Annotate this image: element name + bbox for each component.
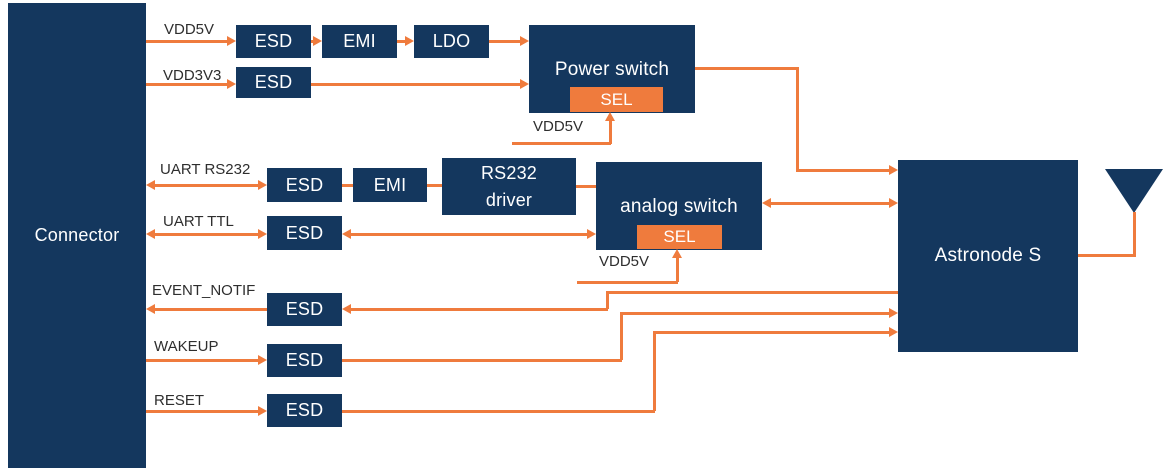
analog-sel-vdd5v-label: VDD5V xyxy=(599,253,650,270)
ldo-label: LDO xyxy=(432,31,471,51)
uart-ttl-label: UART TTL xyxy=(163,213,234,230)
uart-ttl-arrowhead-right-2 xyxy=(587,229,596,239)
event-notif-wire-3 xyxy=(606,291,898,294)
emi-ldo-wire xyxy=(397,40,406,43)
reset-wire-2 xyxy=(342,410,655,413)
esd-powerswitch-wire xyxy=(311,83,521,86)
ldo-powerswitch-wire xyxy=(489,40,521,43)
reset-arrowhead-astronode xyxy=(889,327,898,337)
esd-wakeup-block: ESD xyxy=(267,344,342,377)
uart-ttl-wire-1 xyxy=(155,233,258,236)
powerswitch-out-wire-2 xyxy=(796,67,799,171)
esd-uart-ttl-block: ESD xyxy=(267,216,342,250)
event-notif-wire-2 xyxy=(351,308,608,311)
vdd3v3-arrowhead xyxy=(227,79,236,89)
rs232-driver-block: RS232 driver xyxy=(442,158,576,215)
esd-label: ESD xyxy=(285,222,324,243)
connector-label: Connector xyxy=(34,225,120,245)
esd-uart-rs232-block: ESD xyxy=(267,168,342,202)
wakeup-wire-2 xyxy=(342,359,622,362)
analog-switch-sel: SEL xyxy=(637,225,722,249)
power-sel-wire-vertical xyxy=(609,120,612,144)
analog-switch-label: analog switch xyxy=(620,196,738,217)
uart-ttl-wire-2 xyxy=(351,233,587,236)
powerswitch-astronode-arrowhead xyxy=(889,165,898,175)
vdd3v3-label: VDD3V3 xyxy=(163,67,222,84)
powerswitch-out-wire-1 xyxy=(695,67,798,70)
ldo-block: LDO xyxy=(414,25,489,58)
event-notif-label: EVENT_NOTIF xyxy=(152,282,256,299)
ldo-powerswitch-arrowhead xyxy=(520,36,529,46)
connector-block: Connector xyxy=(8,3,146,468)
wakeup-label: WAKEUP xyxy=(154,338,219,355)
reset-wire-1 xyxy=(146,410,258,413)
reset-arrowhead-esd xyxy=(258,406,267,416)
vdd5v-arrowhead xyxy=(227,36,236,46)
event-notif-arrowhead-connector xyxy=(146,304,155,314)
esd-event-notif-block: ESD xyxy=(267,293,342,326)
esd-vdd5v-block: ESD xyxy=(236,25,311,58)
esd-label: ESD xyxy=(254,31,293,51)
rs232-driver-label-line2: driver xyxy=(485,189,533,210)
emi-label: EMI xyxy=(343,31,376,51)
esd-label: ESD xyxy=(285,400,324,420)
emi-label: EMI xyxy=(373,174,407,195)
uart-rs232-wire xyxy=(155,184,258,187)
analog-sel-wire-horizontal xyxy=(577,281,678,284)
wakeup-wire-vertical xyxy=(620,312,623,360)
event-notif-arrowhead-esd xyxy=(342,304,351,314)
vdd5v-label: VDD5V xyxy=(164,21,215,38)
astronode-label: Astronode S xyxy=(934,245,1042,266)
emi-driver-wire xyxy=(427,184,442,187)
astronode-block: Astronode S xyxy=(898,160,1078,352)
wakeup-wire-1 xyxy=(146,359,258,362)
event-notif-wire-vertical xyxy=(606,291,609,309)
uart-ttl-arrowhead-right-1 xyxy=(258,229,267,239)
power-sel-arrowhead xyxy=(605,112,615,121)
reset-wire-3 xyxy=(653,331,890,334)
uart-ttl-arrowhead-left-1 xyxy=(146,229,155,239)
esd-emi-uart-wire xyxy=(342,184,353,187)
esd-powerswitch-arrowhead xyxy=(520,79,529,89)
powerswitch-out-wire-3 xyxy=(796,169,890,172)
uart-rs232-arrowhead-left xyxy=(146,180,155,190)
uart-ttl-arrowhead-left-2 xyxy=(342,229,351,239)
esd-label: ESD xyxy=(285,174,324,195)
power-switch-sel: SEL xyxy=(570,87,663,112)
wakeup-arrowhead-esd xyxy=(258,355,267,365)
antenna-icon xyxy=(1105,169,1163,213)
sel-label: SEL xyxy=(600,89,633,109)
analog-sel-arrowhead xyxy=(672,249,682,258)
analogswitch-astronode-wire xyxy=(771,202,889,205)
wakeup-arrowhead-astronode xyxy=(889,308,898,318)
emi-vdd5v-block: EMI xyxy=(322,25,397,58)
power-sel-vdd5v-label: VDD5V xyxy=(533,118,584,135)
reset-label: RESET xyxy=(154,392,205,409)
esd-label: ESD xyxy=(254,72,293,92)
antenna-wire-horizontal xyxy=(1078,254,1136,257)
analog-sel-wire-vertical xyxy=(676,257,679,282)
esd-label: ESD xyxy=(285,299,324,319)
esd-reset-block: ESD xyxy=(267,394,342,427)
emi-uart-block: EMI xyxy=(353,168,427,202)
wakeup-wire-3 xyxy=(620,312,890,315)
power-switch-label: Power switch xyxy=(554,59,670,80)
vdd3v3-wire xyxy=(146,83,229,86)
uart-rs232-label: UART RS232 xyxy=(160,161,251,178)
driver-analogswitch-wire xyxy=(576,185,596,188)
esd-vdd3v3-block: ESD xyxy=(236,67,311,98)
antenna-wire-vertical xyxy=(1133,212,1136,256)
sel-label: SEL xyxy=(663,227,696,246)
esd-label: ESD xyxy=(285,350,324,370)
power-sel-wire-horizontal xyxy=(512,142,611,145)
analogswitch-astronode-arrowhead-right xyxy=(889,198,898,208)
rs232-driver-label-line1: RS232 xyxy=(480,163,538,184)
esd-emi-arrowhead xyxy=(313,36,322,46)
reset-wire-vertical xyxy=(653,331,656,411)
emi-ldo-arrowhead xyxy=(405,36,414,46)
uart-rs232-arrowhead-right xyxy=(258,180,267,190)
vdd5v-wire xyxy=(146,40,229,43)
analogswitch-astronode-arrowhead-left xyxy=(762,198,771,208)
event-notif-wire-1 xyxy=(155,308,267,311)
